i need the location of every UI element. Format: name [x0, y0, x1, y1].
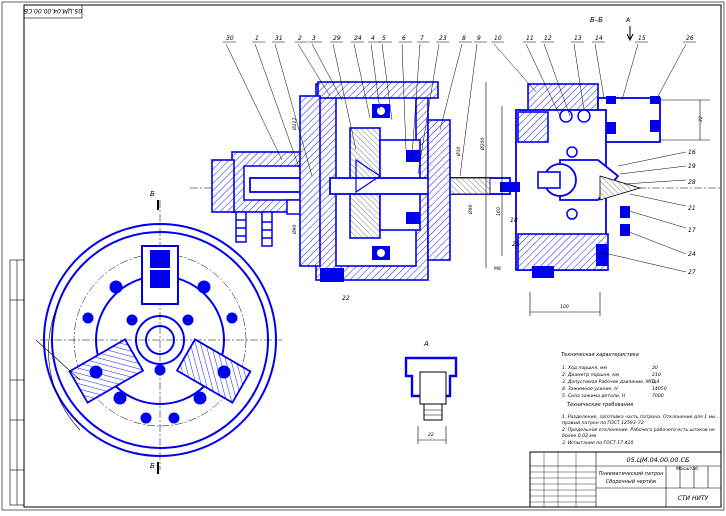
- requirement-line: 3. Испытание по ГОСТ 17-410: [562, 440, 633, 446]
- dim-mid: Ø30: [455, 146, 462, 157]
- callout-number: 17: [688, 227, 696, 234]
- callout-number: 7: [420, 35, 424, 42]
- main-section-view: [190, 81, 720, 282]
- callout-number: 12: [544, 35, 552, 42]
- callout-number: 18: [510, 217, 518, 224]
- callout-number: 31: [275, 35, 283, 42]
- inner-frame: [23, 4, 722, 508]
- callout-number: 30: [226, 35, 234, 42]
- requirement-line: 1. Разделение, заготовка часть патрона. …: [562, 414, 719, 420]
- view-arrow-head: [626, 33, 634, 42]
- title-org: СТИ НИТУ: [678, 495, 709, 502]
- callout-number: 24: [354, 35, 362, 42]
- callout-number: 22: [342, 295, 350, 302]
- dim-view: 22: [428, 432, 434, 438]
- tech-title: Техническая характеристика: [561, 352, 639, 358]
- tech-spec-value: 7000: [652, 393, 664, 399]
- title-block: 05.ЦМ.04.00.00.СБ Пневматический патрон …: [529, 451, 722, 508]
- callout-number: 9: [477, 35, 481, 42]
- callout-leaders: [225, 43, 687, 273]
- dim-bottom: 100: [560, 304, 569, 310]
- callout-number: 26: [686, 35, 694, 42]
- callout-number: 15: [638, 35, 646, 42]
- callout-number: 25: [512, 241, 520, 248]
- tech-spec-label: 1. Ход поршня, мм: [562, 365, 608, 371]
- requirement-line: правый патрон по ГОСТ 12593–72: [562, 420, 644, 426]
- callouts-right-column: 16 19 28 21 17 24 27: [688, 149, 696, 276]
- title-scale-label: Масштаб: [676, 466, 698, 472]
- tech-spec-value: 0,4: [652, 379, 659, 385]
- callout-number: 10: [494, 35, 502, 42]
- dim-left-1: Ø212: [291, 118, 298, 131]
- callout-number: 4: [371, 35, 375, 42]
- top-stamp-text: 05.ЦМ.04.00.00.СБ: [24, 7, 82, 14]
- callout-number: 13: [574, 35, 582, 42]
- title-name-line1: Пневматический патрон: [599, 471, 664, 477]
- tech-spec-value: 20: [652, 365, 658, 371]
- dim-left-len: 22: [698, 116, 704, 122]
- tech-spec-label: 4. Зажимное усилие, Н: [562, 386, 618, 392]
- view-a-arrow-label: А: [625, 17, 630, 24]
- chuck-front-view: [35, 200, 282, 470]
- callout-number: 1: [255, 35, 259, 42]
- title-name-line2: Сборочный чертёж: [606, 479, 657, 485]
- tech-spec-label: 5. Сила зажима детали, Н: [562, 393, 626, 399]
- title-doc-number: 05.ЦМ.04.00.00.СБ: [626, 456, 690, 464]
- callout-number: 8: [462, 35, 466, 42]
- top-stamp-box: [23, 4, 83, 19]
- callout-number: 24: [688, 251, 696, 258]
- section-bb-view: [485, 82, 710, 316]
- callout-number: 23: [439, 35, 447, 42]
- requirement-line: 2. Предельное отклонение. Рабочего рабоч…: [562, 427, 715, 433]
- tech-spec-label: 2. Диаметр поршня, мм: [562, 372, 620, 378]
- callout-number: 16: [688, 149, 696, 156]
- callout-number: 14: [595, 35, 603, 42]
- section-mark-top: Б: [150, 190, 155, 198]
- tech-spec-value: 14050: [652, 386, 667, 392]
- callout-number: 19: [688, 163, 696, 170]
- view-a-detail: [404, 356, 458, 444]
- callout-number: 3: [312, 35, 316, 42]
- tech-spec-value: 210: [652, 372, 661, 378]
- callout-number: 21: [688, 205, 696, 212]
- dim-m8: М8: [494, 266, 501, 272]
- callout-number: 11: [526, 35, 534, 42]
- dim-right-1: Ø200: [479, 138, 486, 151]
- view-a-label: А: [423, 340, 429, 348]
- dim-left-2: Ø90: [291, 224, 298, 235]
- section-bb-label: Б–Б: [590, 16, 603, 24]
- callout-number: 6: [402, 35, 406, 42]
- callout-number: 28: [688, 179, 696, 186]
- callout-number: 2: [298, 35, 302, 42]
- callout-number: 27: [688, 269, 696, 276]
- dim-right-3: Ø90: [467, 204, 474, 215]
- callout-number: 5: [382, 35, 386, 42]
- dim-right-2: 160: [496, 207, 502, 216]
- section-mark-bottom: Б: [150, 462, 155, 470]
- left-margin-strips: [9, 259, 25, 506]
- req-title: Технические требования: [567, 402, 633, 408]
- callout-number: 29: [333, 35, 341, 42]
- requirement-line: более 0,02 мм: [562, 433, 597, 439]
- tech-notes: Техническая характеристика 1. Ход поршня…: [561, 352, 719, 446]
- tech-spec-label: 3. Допустимая Рабочее давление, МПа: [562, 379, 656, 385]
